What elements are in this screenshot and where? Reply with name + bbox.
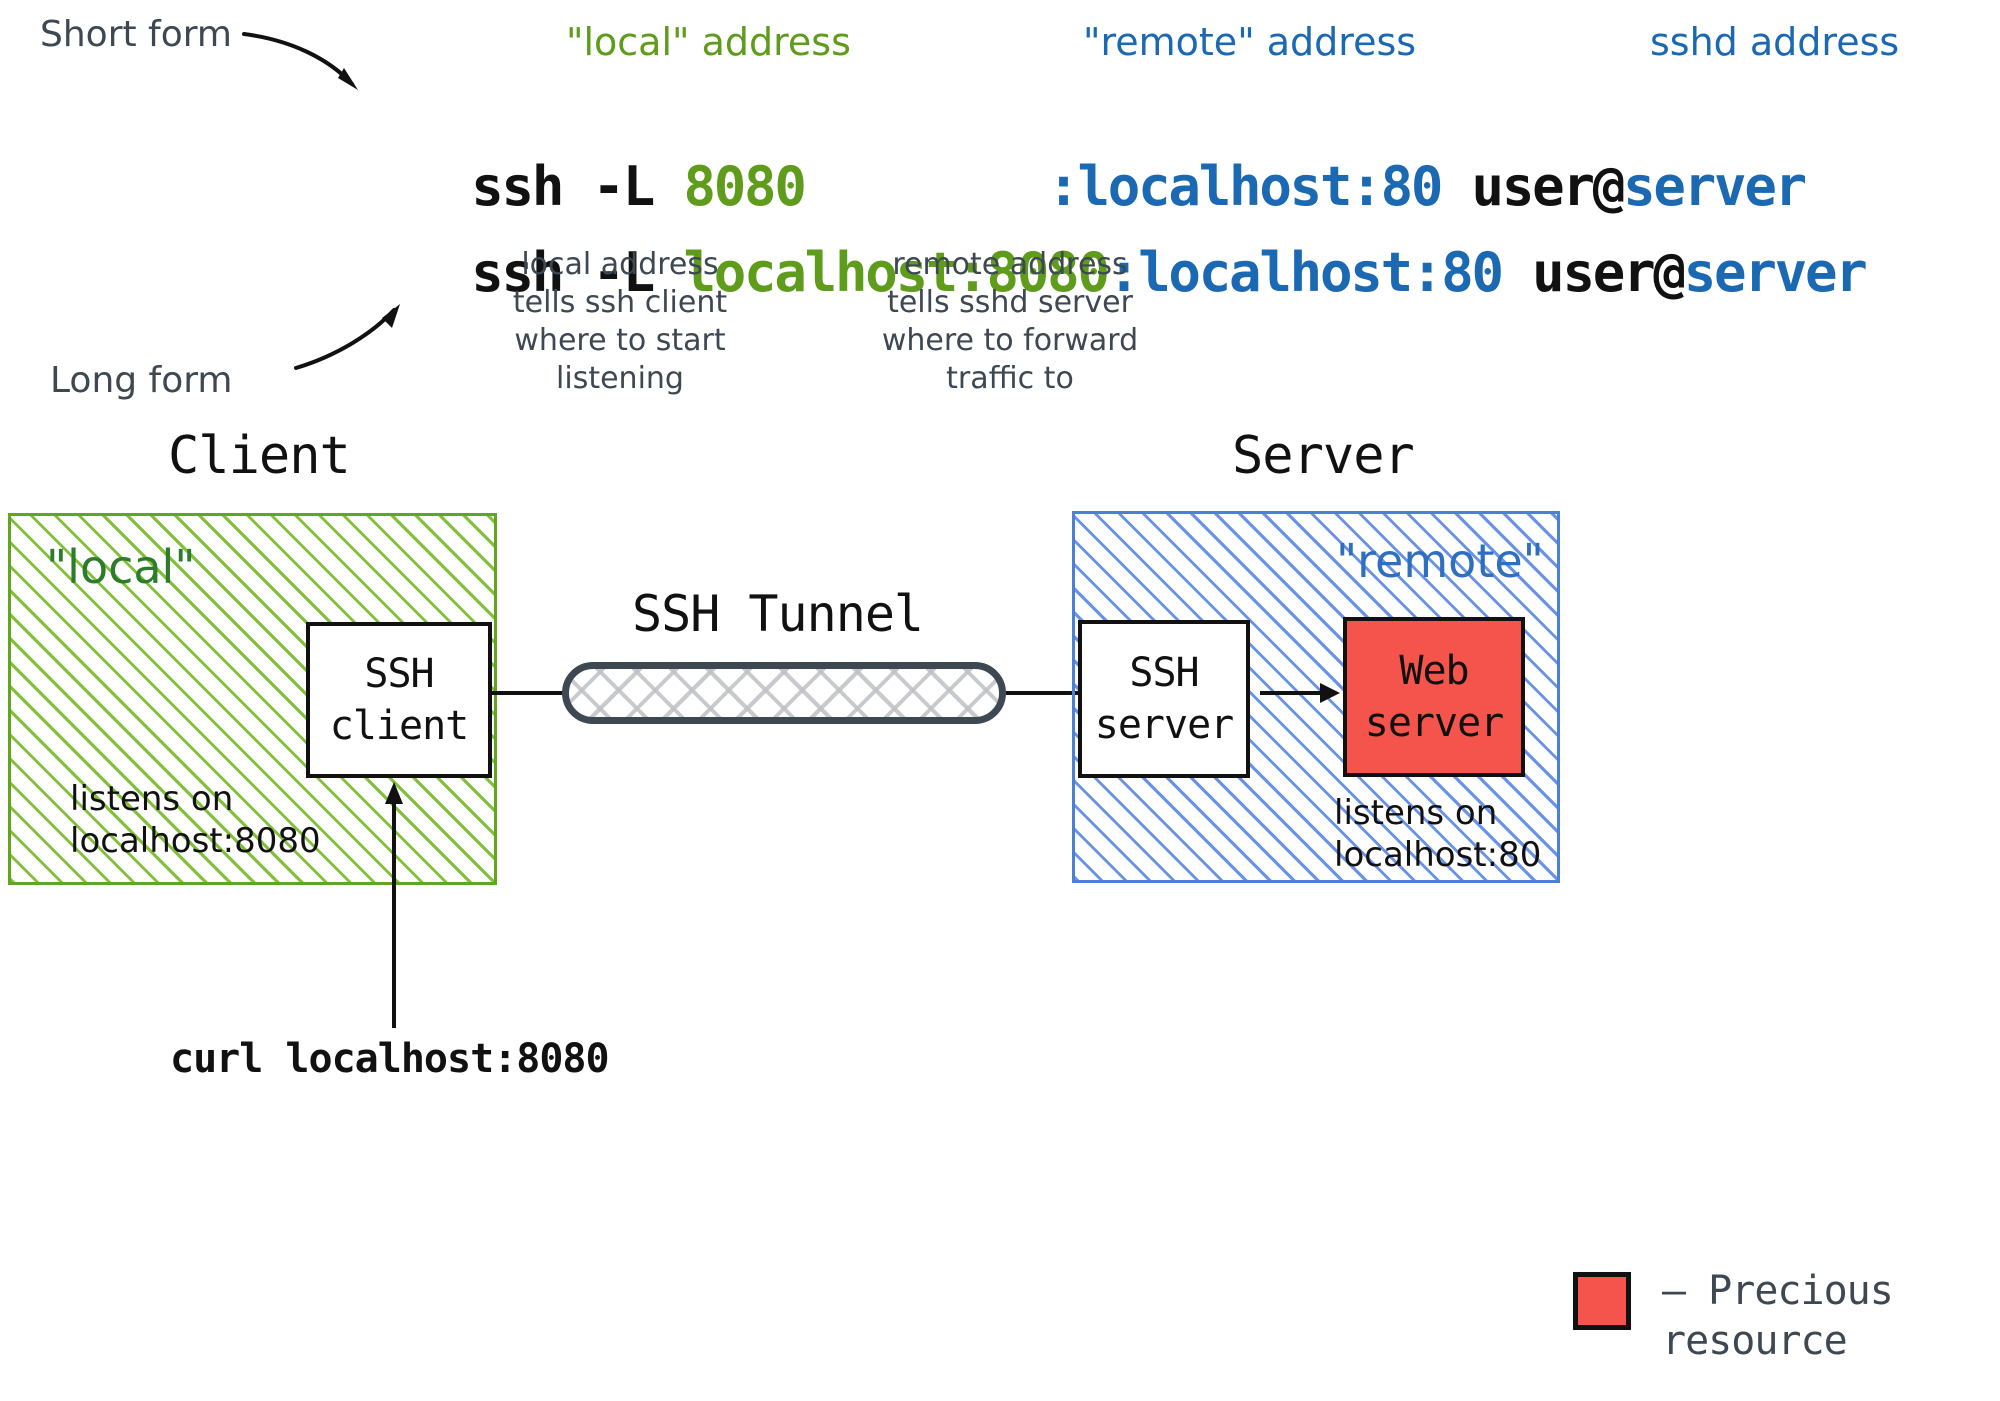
long-form-command: ssh -L localhost:8080:localhost:80 user@… xyxy=(350,178,1868,367)
long-cmd-remote: :localhost:80 xyxy=(1107,241,1504,304)
curl-command: curl localhost:8080 xyxy=(170,1036,610,1082)
client-listen-note: listens on localhost:8080 xyxy=(70,779,321,861)
client-title: Client xyxy=(168,426,351,486)
long-cmd-prefix: ssh -L xyxy=(471,241,684,304)
server-listen-note: listens on localhost:80 xyxy=(1334,793,1542,875)
long-form-label: Long form xyxy=(50,360,233,401)
short-cmd-local: 8080 xyxy=(683,155,806,218)
sshd-address-label: sshd address xyxy=(1650,20,1900,64)
short-form-label: Short form xyxy=(40,14,232,55)
long-cmd-local: localhost:8080 xyxy=(683,241,1110,304)
server-zone-label: "remote" xyxy=(1336,534,1544,588)
web-server-node: Web server xyxy=(1343,617,1525,777)
long-cmd-server: server xyxy=(1683,241,1868,304)
legend-label: – Precious resource xyxy=(1662,1268,1894,1364)
tunnel-title: SSH Tunnel xyxy=(632,585,924,643)
short-cmd-user: user@ xyxy=(1441,155,1626,218)
server-to-web-arrow-icon xyxy=(1260,683,1340,703)
short-cmd-prefix: ssh -L xyxy=(471,155,684,218)
short-form-arrow-icon xyxy=(242,32,358,90)
short-form-command: ssh -L 8080 :localhost:80 user@server xyxy=(350,92,1807,281)
ssh-tunnel xyxy=(562,662,1006,724)
client-zone-label: "local" xyxy=(46,540,196,594)
long-cmd-user: user@ xyxy=(1501,241,1686,304)
client-to-tunnel-wire xyxy=(492,691,564,695)
local-address-note: local address tells ssh client where to … xyxy=(512,247,728,396)
remote-address-label: "remote" address xyxy=(1083,20,1417,64)
legend-swatch xyxy=(1573,1272,1631,1330)
ssh-server-node: SSH server xyxy=(1078,620,1250,778)
tunnel-to-server-wire xyxy=(1006,691,1078,695)
long-form-arrow-icon xyxy=(294,304,400,370)
short-cmd-remote: :localhost:80 xyxy=(1047,155,1443,218)
local-address-label: "local" address xyxy=(566,20,851,64)
server-title: Server xyxy=(1232,426,1415,486)
remote-address-note: remote address tells sshd server where t… xyxy=(881,247,1139,396)
short-cmd-server: server xyxy=(1623,155,1807,218)
ssh-client-node: SSH client xyxy=(306,622,492,778)
curl-arrow-icon xyxy=(385,782,403,1028)
